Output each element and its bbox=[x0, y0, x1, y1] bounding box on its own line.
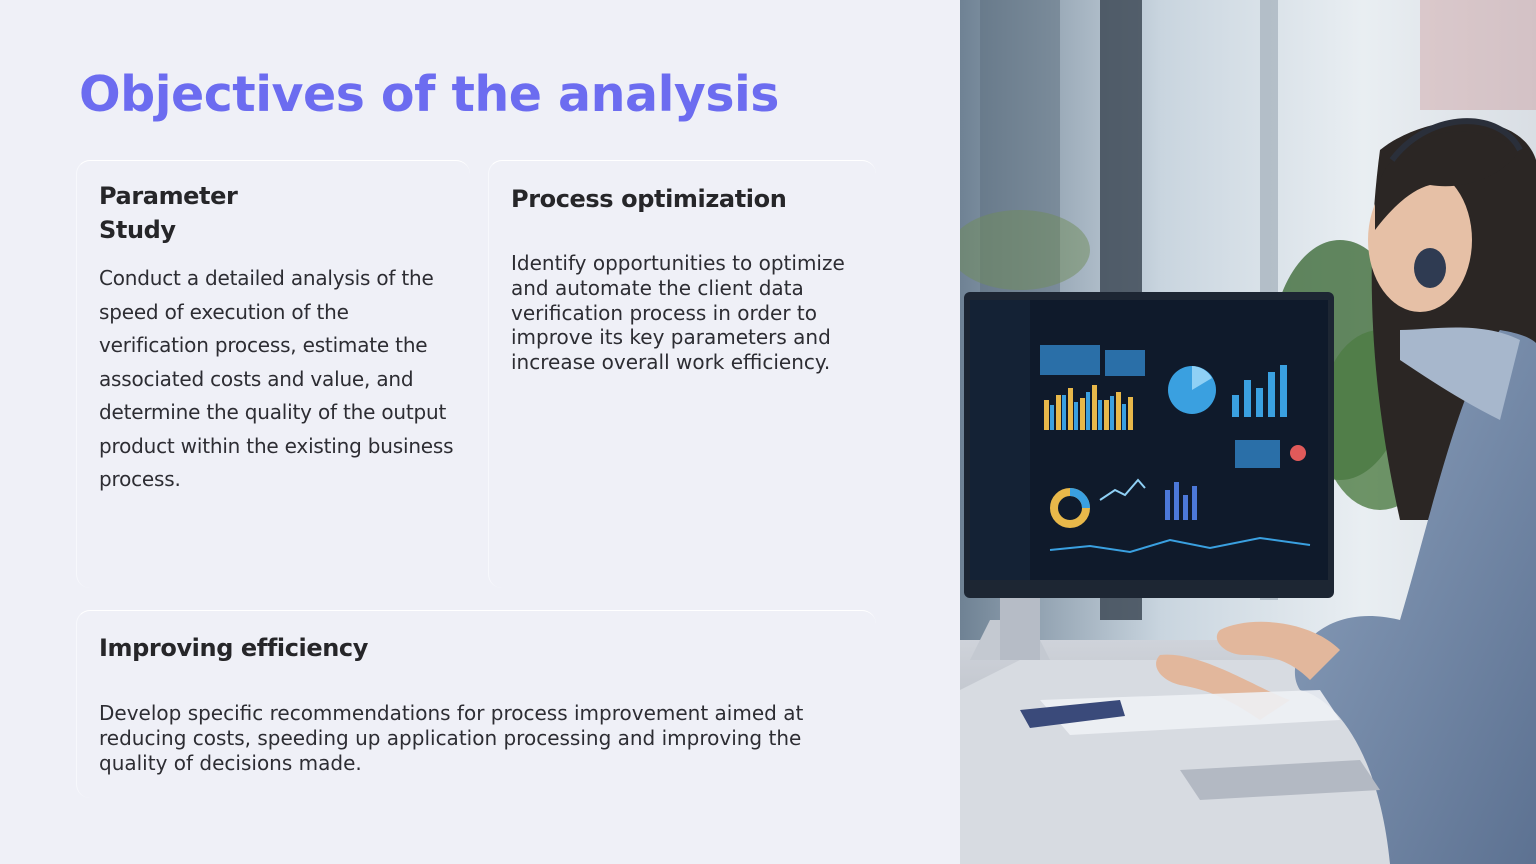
card-title-line-2: Study bbox=[99, 216, 176, 244]
card-process-optimization: Process optimization Identify opportunit… bbox=[488, 160, 876, 588]
card-text: Identify opportunities to optimize and a… bbox=[511, 251, 845, 375]
slide-title: Objectives of the analysis bbox=[79, 66, 779, 123]
card-title: Process optimization bbox=[511, 185, 787, 213]
office-photo bbox=[960, 0, 1536, 864]
card-text: Conduct a detailed analysis of the speed… bbox=[99, 266, 454, 491]
card-text: Develop specific recommendations for pro… bbox=[99, 701, 804, 775]
card-improving-efficiency: Improving efficiency Develop specific re… bbox=[76, 610, 876, 798]
card-title: Improving efficiency bbox=[99, 634, 369, 662]
card-title-line-1: Parameter bbox=[99, 182, 238, 210]
